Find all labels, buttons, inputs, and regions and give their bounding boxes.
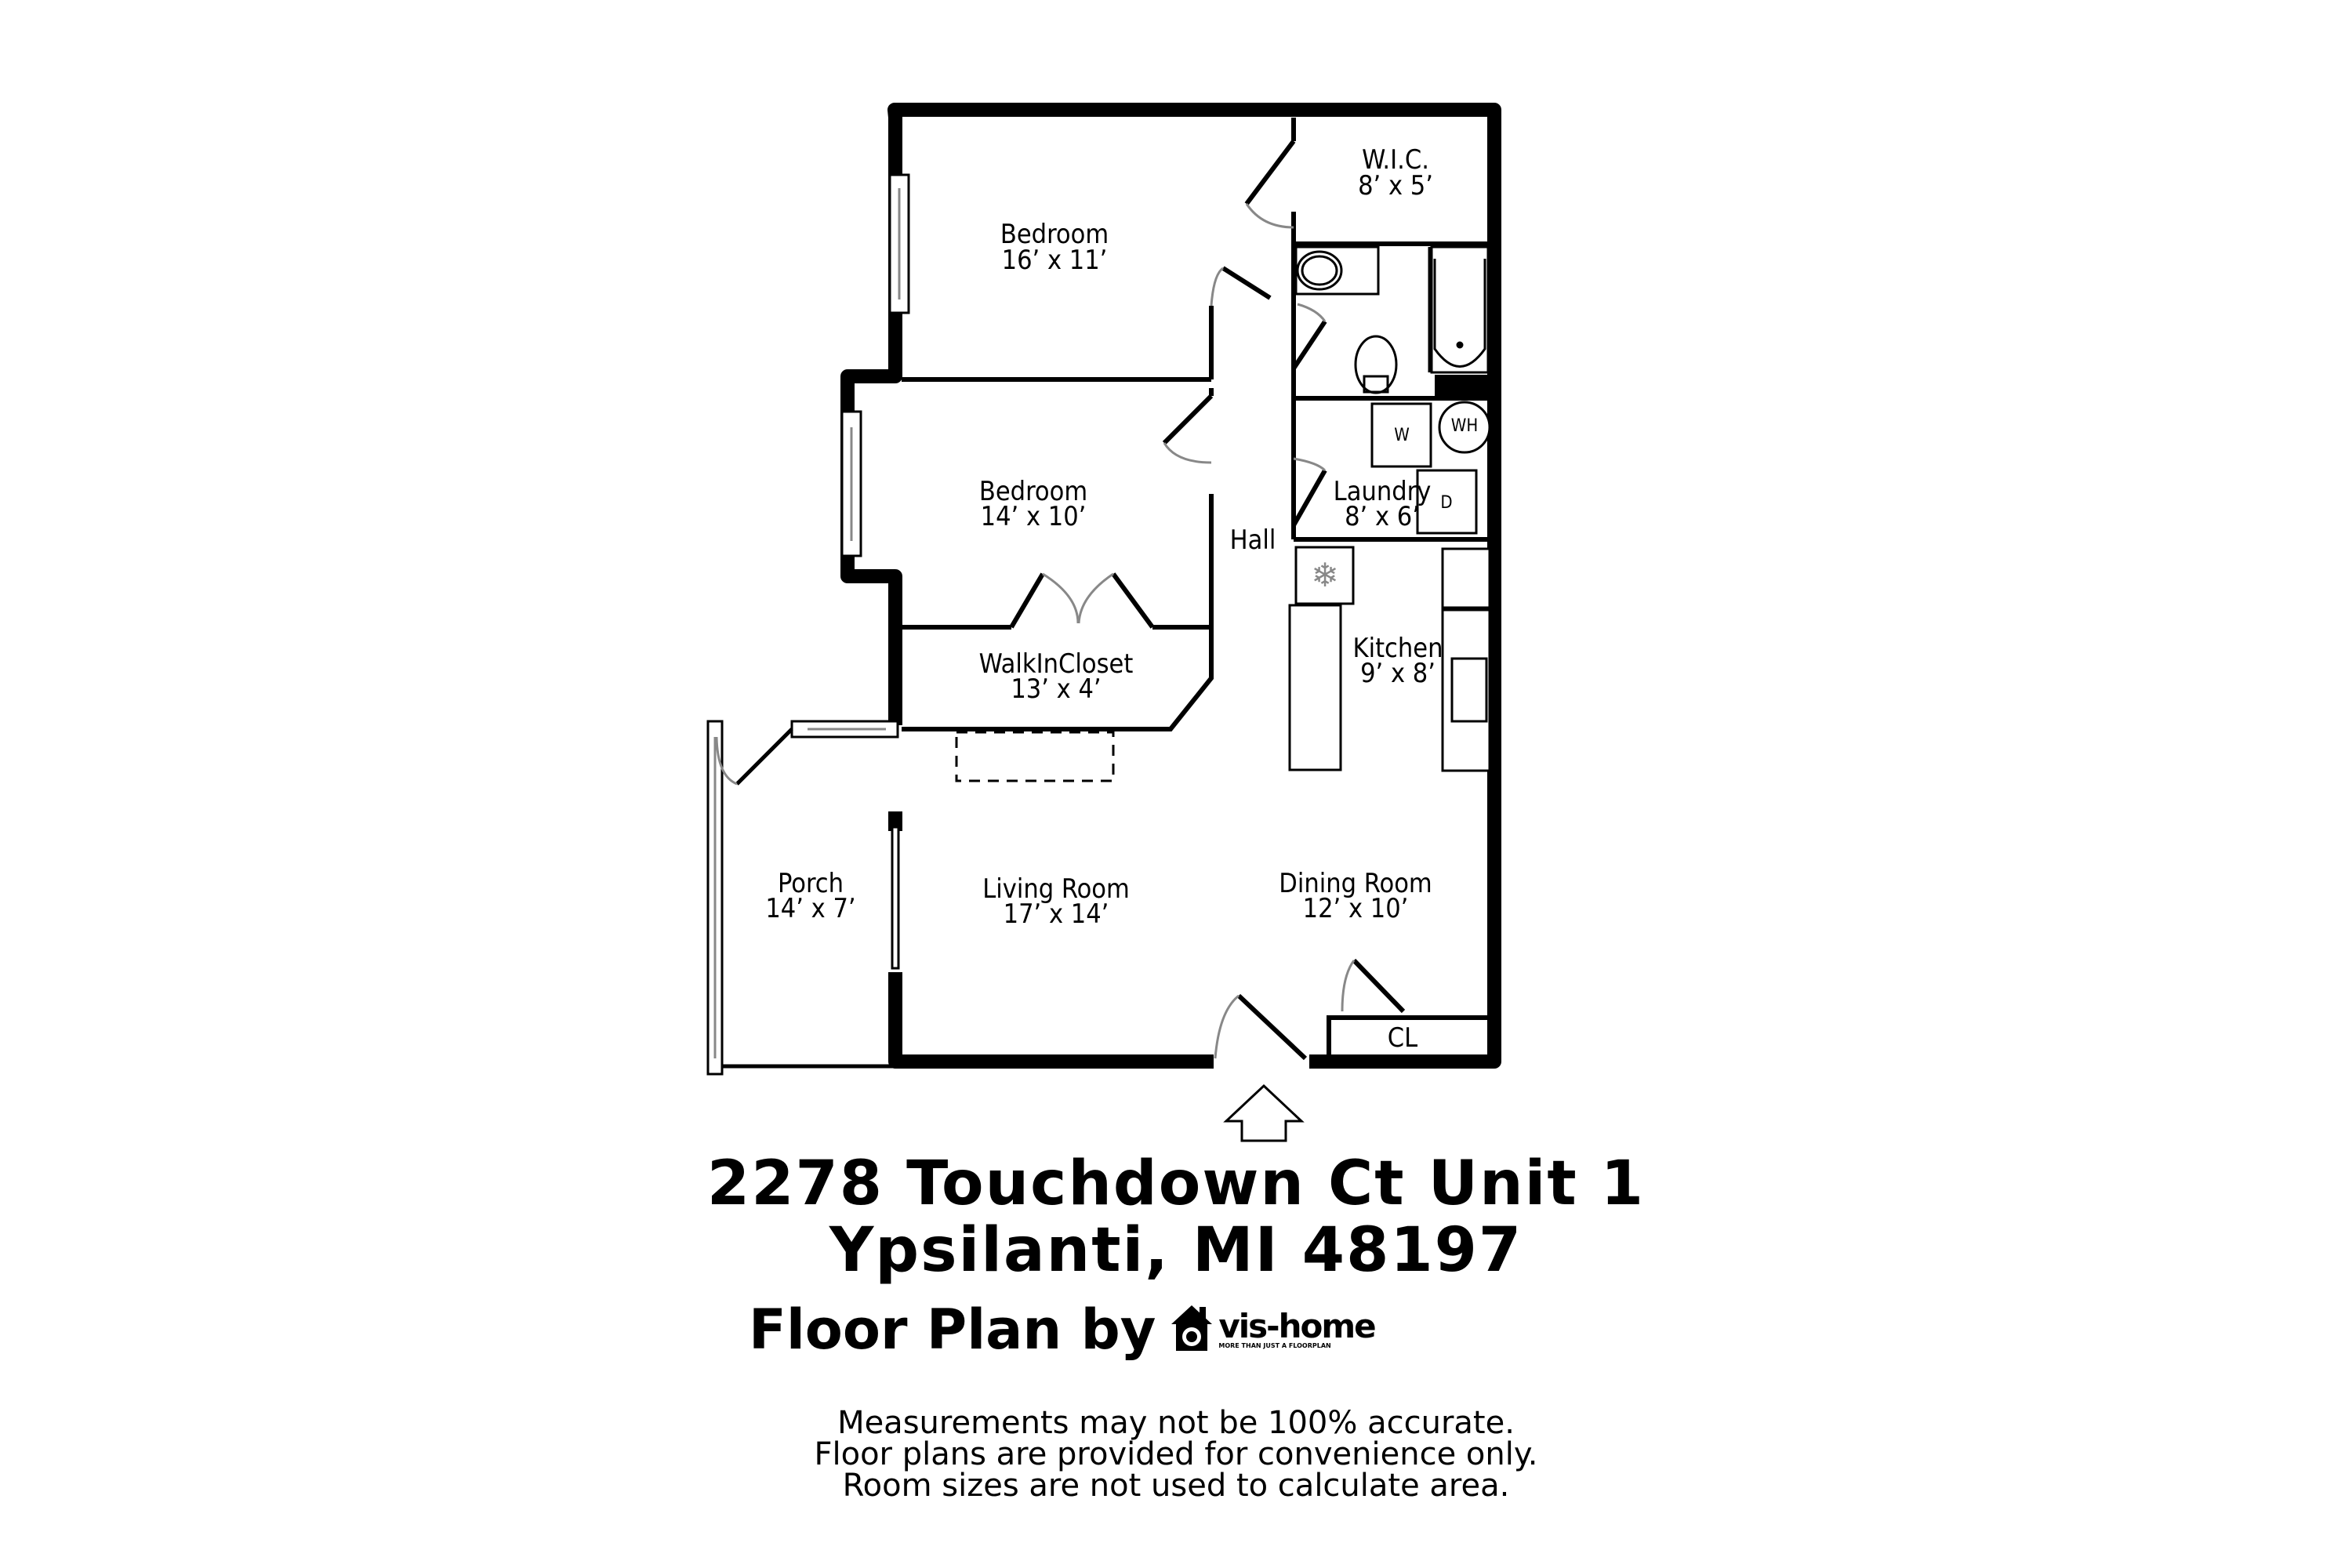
room-name: Porch — [778, 868, 844, 899]
room-name: Living Room — [982, 873, 1130, 905]
brand-logo: vis-home MORE THAN JUST A FLOORPLAN — [1170, 1304, 1377, 1356]
room-name: Hall — [1230, 524, 1276, 556]
room-size: 8’ x 6’ — [1345, 501, 1420, 532]
brand-name: vis-home — [1218, 1307, 1376, 1345]
room-size: 14’ x 10’ — [981, 501, 1087, 532]
windows — [706, 173, 910, 1076]
counter-left — [1288, 604, 1342, 771]
bathtub-icon — [1430, 245, 1490, 374]
room-name: WalkInCloset — [979, 648, 1134, 680]
water-heater-icon — [1438, 401, 1491, 454]
disclaimer: Measurements may not be 100% accurate. F… — [0, 1407, 2352, 1501]
dashed-outline — [955, 731, 1115, 782]
bath-fixtures — [1296, 245, 1490, 394]
snowflake-icon: ❄ — [1311, 556, 1338, 594]
washer-label: W — [1394, 426, 1410, 445]
room-size: 9’ x 8’ — [1360, 658, 1436, 689]
address-line-2: Ypsilanti, MI 48197 — [829, 1215, 1523, 1286]
brand-tagline: MORE THAN JUST A FLOORPLAN — [1218, 1342, 1331, 1349]
room-name: Dining Room — [1279, 868, 1432, 899]
room-size: 17’ x 14’ — [1004, 898, 1109, 930]
stove-icon — [1441, 547, 1491, 609]
address-line-1: 2278 Touchdown Ct Unit 1 — [706, 1149, 1646, 1219]
disclaimer-line: Floor plans are provided for convenience… — [814, 1436, 1538, 1472]
water-heater-label: WH — [1451, 416, 1478, 436]
dryer-label: D — [1440, 493, 1452, 513]
room-name: W.I.C. — [1362, 144, 1429, 176]
kitchen-sink-icon — [1450, 657, 1488, 723]
refrigerator-icon — [1294, 546, 1355, 605]
interior-walls — [902, 118, 1490, 1057]
room-name: Bedroom — [1000, 219, 1109, 250]
sink-icon — [1296, 250, 1343, 291]
washer-icon — [1370, 402, 1432, 468]
credit-prefix: Floor Plan by — [749, 1298, 1156, 1362]
dryer-icon — [1416, 469, 1478, 535]
kitchen-fixtures — [1288, 546, 1491, 772]
room-size: 13’ x 4’ — [1011, 673, 1101, 705]
doors — [1009, 140, 1406, 1061]
toilet-icon — [1354, 335, 1398, 394]
laundry-fixtures — [1370, 401, 1491, 535]
room-labels: Bedroom 16’ x 11’ W.I.C. 8’ x 5’ Bedroom… — [765, 144, 1443, 1054]
room-name: CL — [1388, 1022, 1417, 1054]
floor-plan-credit: Floor Plan by vis-home MORE THAN JUST A … — [749, 1298, 1377, 1362]
porch-outline — [715, 728, 895, 1069]
room-name: Bedroom — [979, 476, 1087, 507]
room-size: 8’ x 5’ — [1358, 170, 1433, 201]
room-name: Kitchen — [1353, 633, 1443, 664]
entry-arrow-icon — [1223, 1083, 1305, 1142]
disclaimer-line: Measurements may not be 100% accurate. — [837, 1405, 1515, 1441]
room-size: 14’ x 7’ — [765, 893, 855, 924]
room-name: Laundry — [1334, 476, 1432, 507]
disclaimer-line: Room sizes are not used to calculate are… — [842, 1468, 1510, 1504]
room-size: 12’ x 10’ — [1303, 893, 1409, 924]
house-camera-icon — [1171, 1305, 1213, 1351]
room-size: 16’ x 11’ — [1002, 245, 1108, 276]
